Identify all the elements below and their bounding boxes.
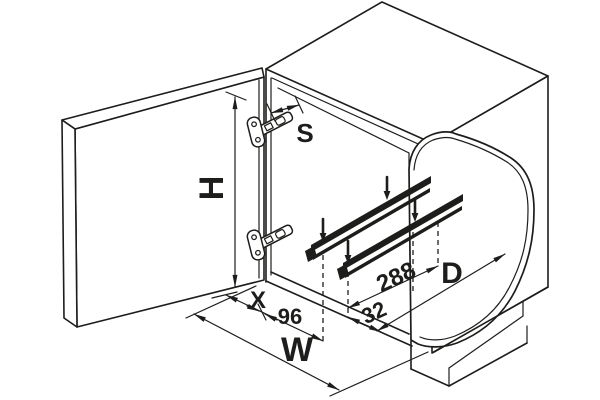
- hinge-screw-icon: [251, 121, 257, 128]
- label-h: H: [193, 176, 231, 201]
- pin-icon: [319, 217, 327, 242]
- hinge-screw-icon: [251, 234, 257, 241]
- hinge-screw-icon: [255, 249, 261, 256]
- dim-depth: D: [376, 253, 506, 332]
- dim-door-height: H: [193, 91, 247, 288]
- rail-rear: [305, 176, 431, 262]
- dim-extension: [185, 285, 257, 319]
- rail-rear-top-bar: [311, 176, 431, 252]
- dim-tick: [225, 91, 247, 101]
- rail-front-bottom-bar: [345, 206, 462, 278]
- dim-hinge-clearance: S: [266, 95, 314, 148]
- hinge-top: [246, 111, 294, 148]
- dim-tick: [266, 103, 276, 122]
- hinge-bottom: [246, 224, 294, 261]
- rail-front-front-cap: [337, 264, 349, 280]
- hinge-arm-screw: [263, 235, 274, 245]
- dim-line-d: [376, 253, 506, 332]
- rail-front: [337, 194, 463, 280]
- dim-tick: [294, 95, 304, 114]
- curved-panel: [408, 131, 535, 348]
- dim-line-s: [270, 104, 300, 114]
- plinth-top-right-edge: [448, 315, 524, 369]
- hinge-screw-icon: [255, 136, 261, 143]
- label-w: W: [281, 331, 314, 369]
- plinth-bottom-front-edge: [410, 368, 450, 387]
- dim-arrow-stub: [246, 304, 260, 312]
- dim-extension: [329, 351, 429, 397]
- label-x: X: [250, 287, 266, 314]
- pin-icon: [383, 175, 391, 200]
- hinge-arm-screw: [263, 122, 274, 132]
- dim-extension: [211, 291, 238, 299]
- door-left-edge-face: [61, 119, 78, 328]
- label-d: D: [441, 257, 463, 290]
- plinth-bottom-right-edge: [448, 342, 528, 387]
- label-96: 96: [278, 304, 302, 329]
- curved-panel-outer: [408, 131, 535, 348]
- bottom-front-edge: [265, 280, 413, 347]
- top-rail-inner-edge: [271, 77, 437, 153]
- mounting-pins: [319, 175, 419, 264]
- curved-panel-inner: [413, 137, 529, 341]
- rail-front-top-bar: [343, 194, 463, 270]
- rail-rear-front-cap: [305, 246, 317, 262]
- hinge-arm-slider: [274, 229, 286, 239]
- rail-rear-bottom-bar: [313, 188, 430, 260]
- top-rail-bottom-edge: [277, 87, 410, 154]
- hinge-arm-slider: [274, 116, 286, 126]
- label-s: S: [296, 118, 313, 148]
- dim-line-w: [193, 313, 340, 391]
- door: [61, 67, 265, 328]
- dim-width: W: [185, 285, 429, 397]
- runner-rails: [305, 175, 463, 343]
- pin-icon: [344, 239, 352, 264]
- dim-arrow-stub: [264, 313, 278, 322]
- dim-line-32: [347, 316, 382, 333]
- pin-icon: [411, 198, 419, 222]
